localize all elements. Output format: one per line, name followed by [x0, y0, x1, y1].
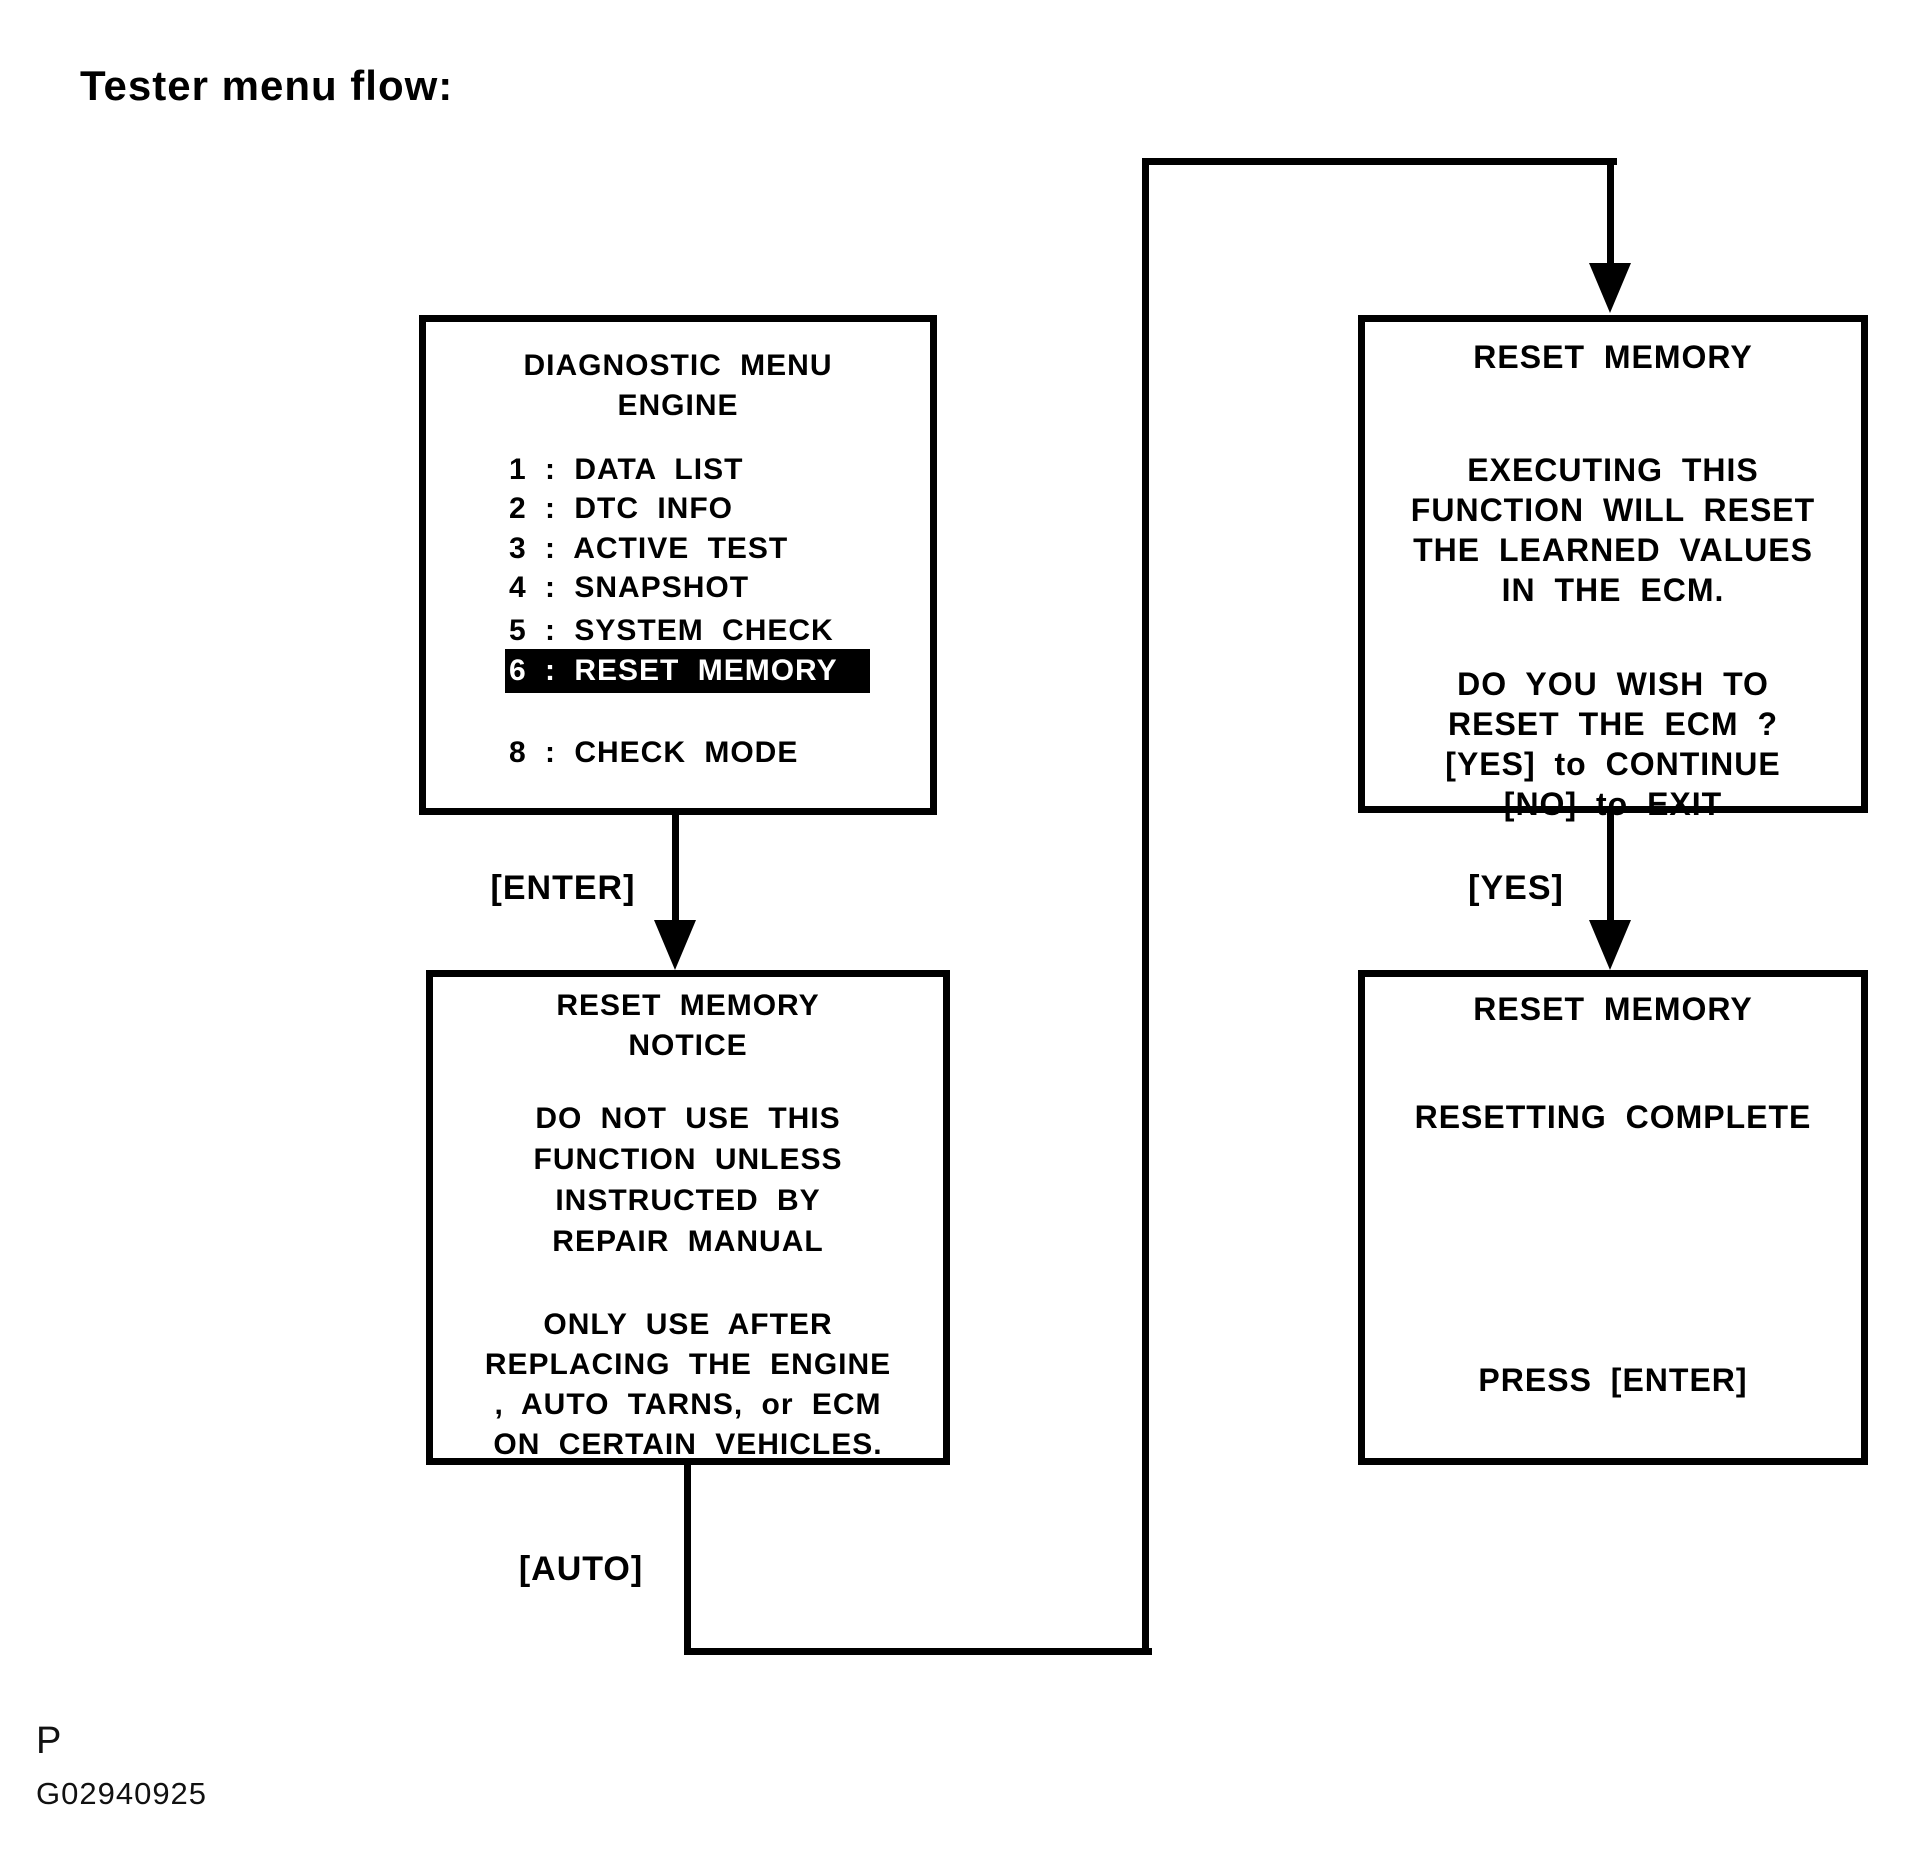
usage-line: REPLACING THE ENGINE	[484, 1348, 892, 1381]
reset-memory-confirm-title: RESET MEMORY	[1473, 339, 1753, 375]
notice-line: DO NOT USE THIS	[535, 1102, 841, 1135]
question-line: DO YOU WISH TO	[1457, 666, 1769, 702]
menu-item-check-mode: 8 : CHECK MODE	[509, 736, 799, 769]
auto-connector-segment-bottom	[684, 1648, 1152, 1655]
yes-connector-line	[1607, 813, 1614, 927]
menu-item-snapshot: 4 : SNAPSHOT	[509, 571, 750, 604]
question-line: [YES] to CONTINUE	[1445, 746, 1781, 782]
diagnostic-menu-title: DIAGNOSTIC MENU	[523, 349, 833, 382]
reset-memory-warning-text: EXECUTING THIS FUNCTION WILL RESET THE L…	[1365, 450, 1861, 610]
reset-memory-confirm-box: RESET MEMORY EXECUTING THIS FUNCTION WIL…	[1358, 315, 1868, 822]
menu-item-reset-memory-selected: 6 : RESET MEMORY	[505, 649, 870, 693]
warning-line: THE LEARNED VALUES	[1413, 532, 1813, 568]
notice-warning-text: DO NOT USE THIS FUNCTION UNLESS INSTRUCT…	[433, 1098, 943, 1262]
auto-connector-segment-down	[684, 1465, 691, 1655]
reset-memory-complete-box: RESET MEMORY RESETTING COMPLETE PRESS [E…	[1358, 970, 1868, 1465]
page-footer-mark: P	[36, 1720, 62, 1762]
notice-line: FUNCTION UNLESS	[533, 1143, 843, 1176]
warning-line: FUNCTION WILL RESET	[1410, 492, 1816, 528]
auto-connector-segment-up	[1142, 158, 1149, 1655]
diagnostic-menu-subtitle: ENGINE	[617, 389, 739, 422]
auto-key-label: [AUTO]	[518, 1550, 644, 1588]
yes-key-label: [YES]	[1468, 869, 1564, 907]
menu-item-dtc-info: 2 : DTC INFO	[509, 492, 733, 525]
press-enter-action: PRESS [ENTER]	[1478, 1362, 1748, 1398]
menu-item-system-check: 5 : SYSTEM CHECK	[509, 614, 834, 647]
diagnostic-menu-box: DIAGNOSTIC MENU ENGINE 1 : DATA LIST 2 :…	[419, 315, 937, 815]
notice-line: INSTRUCTED BY	[555, 1184, 821, 1217]
question-line: RESET THE ECM ?	[1447, 706, 1778, 742]
reset-memory-complete-title: RESET MEMORY	[1473, 991, 1753, 1027]
yes-arrowhead-icon	[1589, 920, 1631, 970]
usage-line: , AUTO TARNS, or ECM	[494, 1388, 882, 1421]
usage-line: ONLY USE AFTER	[543, 1308, 833, 1341]
auto-arrowhead-icon	[1589, 263, 1631, 313]
auto-connector-segment-top	[1142, 158, 1617, 165]
notice-line: REPAIR MANUAL	[552, 1225, 824, 1258]
enter-arrowhead-icon	[654, 920, 696, 970]
usage-line: ON CERTAIN VEHICLES.	[493, 1428, 883, 1461]
resetting-complete-status: RESETTING COMPLETE	[1414, 1099, 1812, 1135]
auto-connector-segment-into-box	[1607, 158, 1614, 268]
enter-key-label: [ENTER]	[490, 869, 636, 907]
enter-connector-line	[672, 815, 679, 927]
page-title: Tester menu flow:	[80, 62, 454, 109]
notice-usage-text: ONLY USE AFTER REPLACING THE ENGINE , AU…	[433, 1305, 943, 1465]
figure-code: G02940925	[36, 1776, 208, 1811]
warning-line: IN THE ECM.	[1501, 572, 1725, 608]
reset-memory-notice-title: RESET MEMORY	[556, 989, 820, 1022]
reset-memory-notice-subtitle: NOTICE	[628, 1029, 748, 1062]
warning-line: EXECUTING THIS	[1467, 452, 1759, 488]
reset-memory-notice-box: RESET MEMORY NOTICE DO NOT USE THIS FUNC…	[426, 970, 950, 1465]
menu-item-active-test: 3 : ACTIVE TEST	[509, 532, 789, 565]
menu-item-data-list: 1 : DATA LIST	[509, 453, 744, 486]
reset-memory-question-text: DO YOU WISH TO RESET THE ECM ? [YES] to …	[1365, 664, 1861, 824]
question-line: [NO] to EXIT	[1503, 786, 1723, 822]
